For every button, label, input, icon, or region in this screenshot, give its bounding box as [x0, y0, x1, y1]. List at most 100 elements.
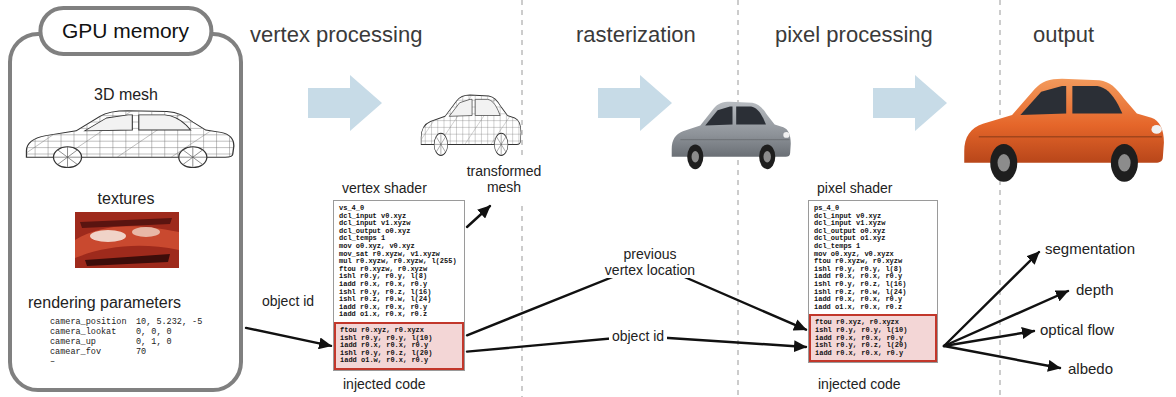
- code-line: iadd r0.x, r0.x, r0.y: [814, 273, 902, 281]
- flow-arrow: [308, 75, 382, 131]
- flow-arrow: [873, 75, 947, 131]
- rasterized-car: [672, 102, 791, 169]
- code-line: ishl r0.y, r0.z, l(20): [815, 342, 907, 350]
- parameter-value: 10, 5.232, -5: [136, 318, 202, 328]
- code-line: dcl_temps 1: [339, 235, 385, 243]
- shader-heading: pixel shader: [817, 180, 893, 196]
- stage-separator: [737, 0, 739, 397]
- parameter-name: camera_lookat: [50, 328, 116, 338]
- shader-heading: vertex shader: [342, 180, 427, 196]
- code-line: ftou r0.xyzw, r0.xyzw: [814, 258, 902, 266]
- code-line: dcl_input v1.xyzw: [814, 220, 885, 228]
- texture-band: [75, 226, 179, 258]
- edge-label: object id: [259, 293, 317, 309]
- code-line: iadd r0.x, r0.x, r0.y: [339, 304, 427, 312]
- stage-heading: vertex processing: [250, 22, 422, 47]
- texture-ground: [75, 212, 179, 268]
- stage-output-label: transformed mesh: [461, 163, 547, 195]
- injected-code-box: ftou r0.xyz, r0.xyzxishl r0.y, r0.y, l(1…: [809, 314, 937, 362]
- code-line: ftou r0.xyz, r0.xyzx: [815, 319, 899, 327]
- leader-arrows: [467, 206, 1068, 368]
- code-line: ishl r0.z, r0.w, l(24): [339, 296, 431, 304]
- transformed-mesh-wireframe: [418, 90, 522, 155]
- code-line: iadd o1.w, r0.x, r0.y: [340, 357, 428, 365]
- code-line: ps_4_0: [814, 205, 839, 213]
- output-channel: segmentation: [1045, 240, 1135, 257]
- code-line: iadd r0.x, r0.x, r0.y: [815, 350, 903, 358]
- memory-item-label: rendering parameters: [28, 294, 181, 312]
- texture-image: [75, 212, 179, 268]
- parameter-name: camera_up: [50, 338, 96, 348]
- texture-highlight: [132, 227, 160, 237]
- code-line: ftou r0.xyz, r0.xyzx: [340, 327, 424, 335]
- texture-shadow: [80, 218, 172, 228]
- code-line: dcl_input v0.xyz: [814, 213, 881, 221]
- code-line: mov o0.xyz, v0.xyz: [339, 243, 415, 251]
- output-channel: albedo: [1068, 360, 1113, 377]
- output-arrow: [944, 252, 1039, 346]
- code-line: dcl_input v0.xyz: [339, 213, 406, 221]
- code-line: ishl r0.z, r0.w, l(24): [814, 289, 906, 297]
- injected-code-label: injected code: [818, 376, 901, 392]
- data-flow-arrow: [246, 328, 331, 346]
- stage-flow-arrows: [308, 75, 947, 131]
- connector-group: [246, 262, 806, 352]
- code-line: ishl r0.y, r0.z, l(20): [340, 350, 432, 358]
- parameter-value: 0, 1, 0: [136, 338, 172, 348]
- code-line: iadd o1.x, r0.x, r0.z: [814, 304, 902, 312]
- region-heading: GPU memory: [38, 6, 213, 56]
- code-line: iadd r0.x, r0.x, r0.y: [339, 281, 427, 289]
- memory-item-label: 3D mesh: [94, 86, 158, 104]
- stage-heading: pixel processing: [775, 22, 933, 47]
- code-line: ishl r0.y, r0.z, l(16): [339, 289, 431, 297]
- code-line: dcl_output o0.xyz: [339, 228, 410, 236]
- parameter-name: camear_fov: [50, 348, 101, 358]
- code-line: ftou r0.xyzw, r0.xyzw: [339, 266, 427, 274]
- code-line: ishl r0.y, r0.y, l(10): [815, 327, 907, 335]
- code-line: mul r0.xyzw, r0.xyzw, l(255): [339, 258, 457, 266]
- code-line: ishl r0.y, r0.y, l(8): [814, 266, 902, 274]
- code-line: ishl r0.y, r0.z, l(16): [814, 281, 906, 289]
- parameter-value: 0, 0, 0: [136, 328, 172, 338]
- edge-label: previous vertex location: [601, 246, 700, 278]
- parameter-name: camera_position: [50, 318, 127, 328]
- output-arrow: [944, 346, 1060, 368]
- parameter-ellipsis: –: [50, 358, 55, 368]
- code-line: dcl_input v1.xyzw: [339, 220, 410, 228]
- vertex-shader-box: vertex shadervs_4_0dcl_input v0.xyzdcl_i…: [333, 200, 465, 371]
- injected-code-label: injected code: [343, 376, 426, 392]
- texture-shadow: [85, 254, 170, 266]
- code-line: ishl r0.y, r0.y, l(8): [339, 273, 427, 281]
- code-line: mov_sat r0.xyzw, v1.xyzw: [339, 251, 440, 259]
- stage-separator: [521, 206, 523, 397]
- code-line: dcl_output o0.xyz: [814, 228, 885, 236]
- texture-highlight: [90, 230, 126, 242]
- stage-separator: [521, 0, 523, 158]
- leader-arrow: [467, 206, 490, 227]
- code-line: iadd r0.x, r0.x, r0.y: [340, 342, 428, 350]
- code-line: dcl_temps 1: [814, 243, 860, 251]
- output-channel: depth: [1076, 281, 1114, 298]
- stage-heading: rasterization: [576, 22, 696, 47]
- code-line: vs_4_0: [339, 205, 364, 213]
- code-line: mov o0.xyz, v0.xyzx: [814, 251, 894, 259]
- code-line: iadd r0.x, r0.x, r0.y: [815, 335, 903, 343]
- code-line: iadd o1.x, r0.x, r0.z: [339, 311, 427, 319]
- rendered-car: [964, 79, 1164, 182]
- output-channel: optical flow: [1040, 321, 1114, 338]
- memory-item-label: textures: [98, 190, 155, 208]
- code-line: dcl_output o1.xyz: [814, 235, 885, 243]
- code-line: iadd r0.x, r0.x, r0.y: [814, 296, 902, 304]
- stage-separators: [522, 0, 1000, 397]
- parameter-value: 70: [136, 348, 146, 358]
- mesh-wireframe: [20, 106, 236, 168]
- output-arrow: [944, 331, 1034, 346]
- edge-label: object id: [609, 328, 667, 344]
- pixel-shader-box: pixel shaderps_4_0dcl_input v0.xyzdcl_in…: [808, 200, 938, 363]
- injected-code-box: ftou r0.xyz, r0.xyzxishl r0.y, r0.y, l(1…: [334, 322, 464, 370]
